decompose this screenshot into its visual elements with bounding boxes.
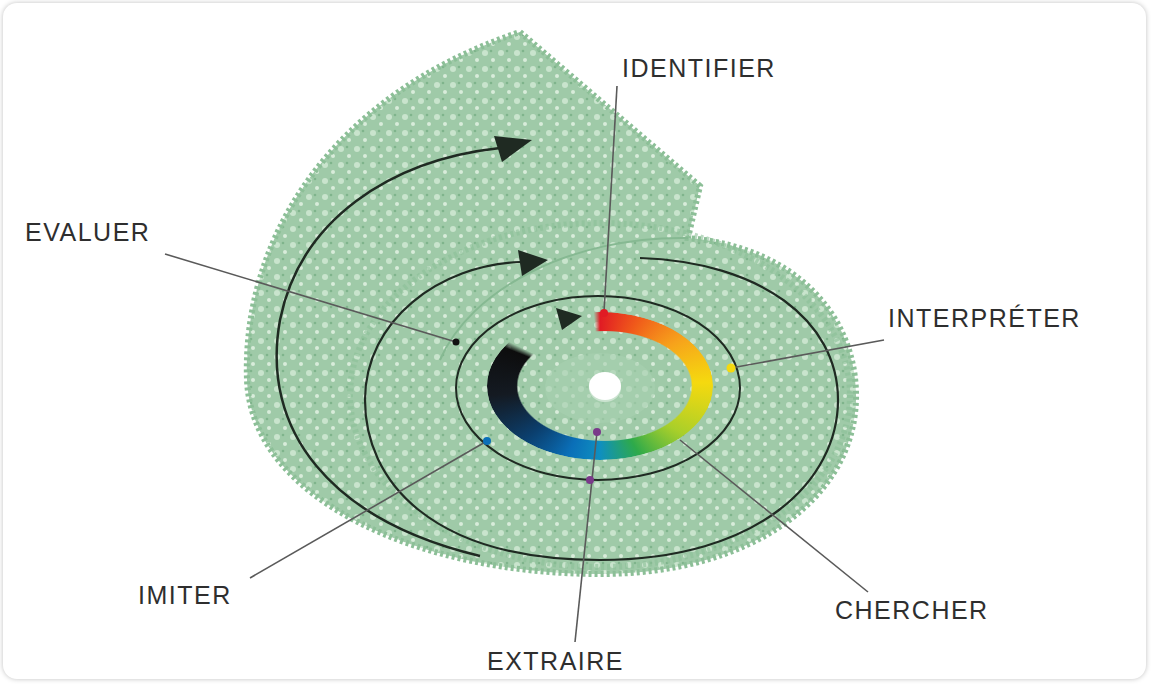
color-wheel (487, 312, 713, 460)
step-label: CHERCHER (835, 596, 989, 625)
step-label: INTERPRÉTER (888, 304, 1081, 333)
step-label: IDENTIFIER (622, 54, 776, 83)
step-label: EXTRAIRE (487, 647, 624, 676)
step-label: EVALUER (25, 218, 150, 247)
step-label: IMITER (138, 581, 232, 610)
